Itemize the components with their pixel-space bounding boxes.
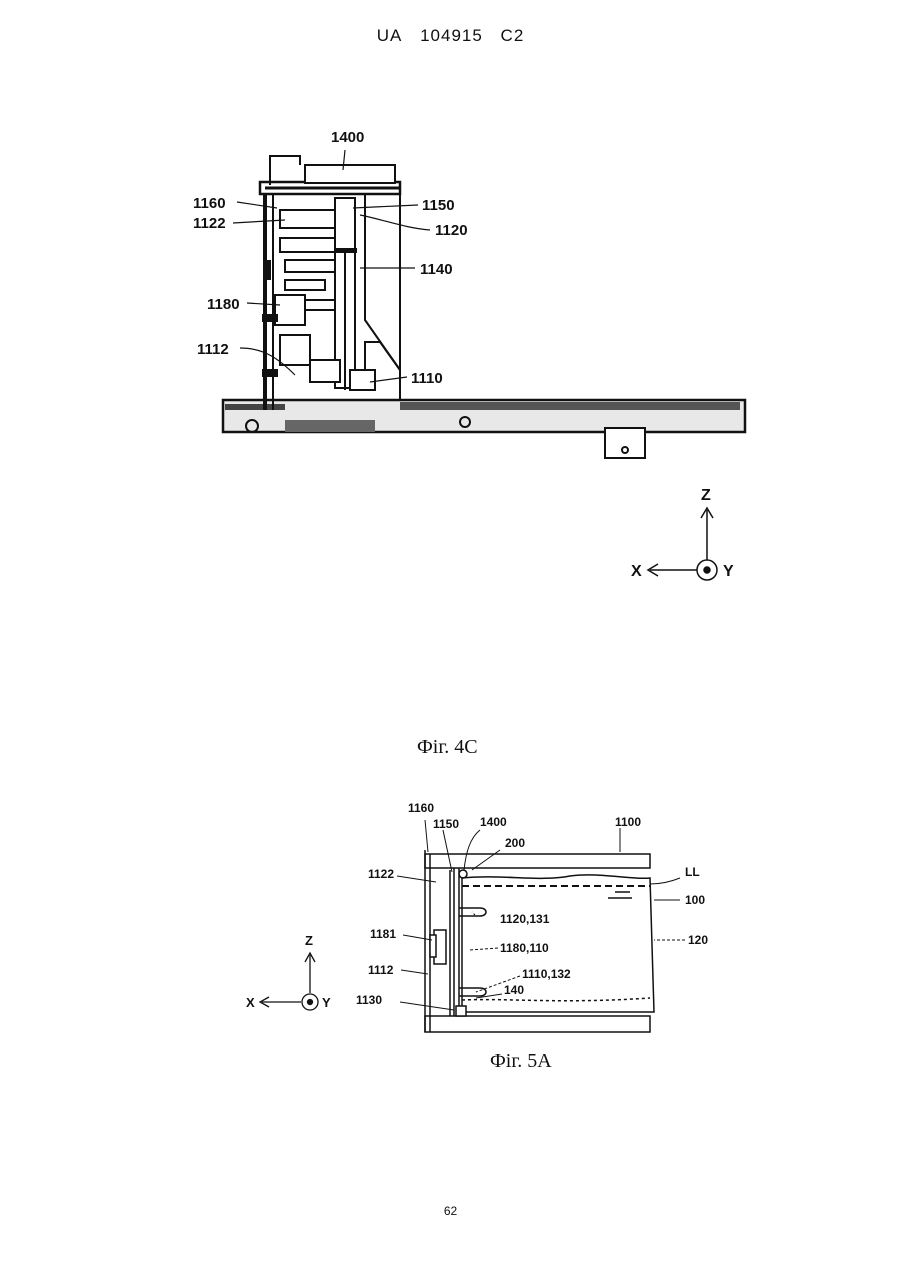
- label-1120: 1120: [435, 222, 468, 239]
- axis-y-label: Y: [723, 563, 734, 580]
- figure-5a-caption: Фіг. 5A: [490, 1050, 552, 1073]
- label-1181: 1181: [370, 927, 396, 941]
- header-kind: C2: [501, 26, 525, 45]
- label-1150: 1150: [433, 817, 459, 831]
- label-LL: LL: [685, 865, 700, 879]
- label-1180: 1180: [207, 296, 240, 313]
- label-1100: 1100: [615, 815, 641, 829]
- label-120: 120: [688, 933, 708, 947]
- label-1400: 1400: [480, 815, 507, 829]
- label-1120-131: 1120,131: [500, 912, 550, 926]
- label-1130: 1130: [356, 993, 382, 1007]
- header-number: 104915: [420, 26, 483, 45]
- axis-x-label-5a: X: [246, 995, 255, 1010]
- label-1112: 1112: [368, 963, 394, 977]
- label-1180-110: 1180,110: [500, 941, 549, 955]
- figure-4c-drawing: 1400 1160 1122 1150 1120 1140 1180 1112 …: [185, 120, 765, 590]
- label-200: 200: [505, 836, 525, 850]
- label-1110: 1110: [411, 370, 443, 387]
- header-country: UA: [377, 26, 403, 45]
- axis-y-label-5a: Y: [322, 995, 331, 1010]
- label-1160: 1160: [408, 801, 434, 815]
- figure-5a-drawing: 1160 1150 1400 1100 200 1122 LL 100 1120…: [240, 790, 740, 1050]
- label-1140: 1140: [420, 261, 453, 278]
- label-1400: 1400: [331, 129, 364, 146]
- label-100: 100: [685, 893, 705, 907]
- figure-4c-caption: Фіг. 4C: [417, 736, 478, 759]
- axis-z-label: Z: [701, 487, 711, 504]
- label-1110-132: 1110,132: [522, 967, 571, 981]
- label-1122: 1122: [193, 215, 226, 232]
- axis-z-label-5a: Z: [305, 933, 313, 948]
- label-140: 140: [504, 983, 524, 997]
- page-number: 62: [0, 1204, 901, 1218]
- label-1112: 1112: [197, 341, 229, 358]
- label-1122: 1122: [368, 867, 394, 881]
- patent-header: UA 104915 C2: [0, 26, 901, 46]
- label-1160: 1160: [193, 195, 226, 212]
- axes-indicator-4c: [648, 508, 717, 580]
- label-1150: 1150: [422, 197, 455, 214]
- axis-x-label: X: [631, 563, 642, 580]
- axes-indicator-5a: [260, 953, 318, 1010]
